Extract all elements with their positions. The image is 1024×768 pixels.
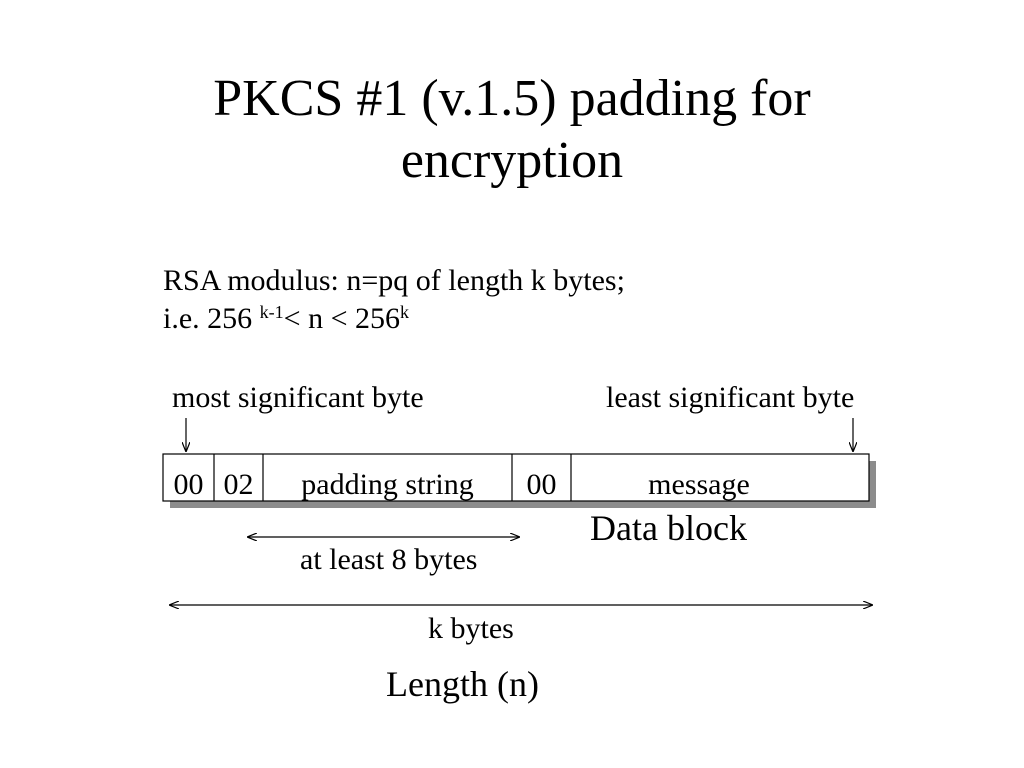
block-cell-02: 02 (223, 468, 254, 501)
block-cell-padding-string: padding string (301, 468, 474, 501)
block-cell-00-separator: 00 (526, 468, 557, 501)
length-n-label: Length (n) (386, 664, 539, 704)
modulus-middle: < n < 256 (283, 302, 400, 335)
data-block-label: Data block (590, 508, 747, 548)
at-least-8-bytes-label: at least 8 bytes (300, 543, 478, 576)
rsa-modulus-text: RSA modulus: n=pq of length k bytes; i.e… (163, 262, 625, 338)
modulus-exponent-2: k (400, 302, 409, 323)
lsb-label: least significant byte (606, 381, 855, 414)
slide-title-line-2: encryption (400, 132, 624, 189)
rsa-modulus-line-1: RSA modulus: n=pq of length k bytes; (163, 264, 625, 297)
rsa-modulus-line-2: i.e. 256 k-1< n < 256k (163, 300, 625, 338)
modulus-prefix: i.e. 256 (163, 302, 260, 335)
slide-title-line-1: PKCS #1 (v.1.5) padding for (213, 70, 811, 127)
block-cell-message: message (648, 468, 750, 501)
k-bytes-label: k bytes (428, 612, 514, 645)
data-block-outline (162, 453, 870, 502)
slide-title: PKCS #1 (v.1.5) padding for encryption (0, 68, 1024, 192)
msb-label: most significant byte (172, 381, 424, 414)
modulus-exponent-1: k-1 (259, 302, 284, 323)
block-cell-00-leading: 00 (173, 468, 204, 501)
